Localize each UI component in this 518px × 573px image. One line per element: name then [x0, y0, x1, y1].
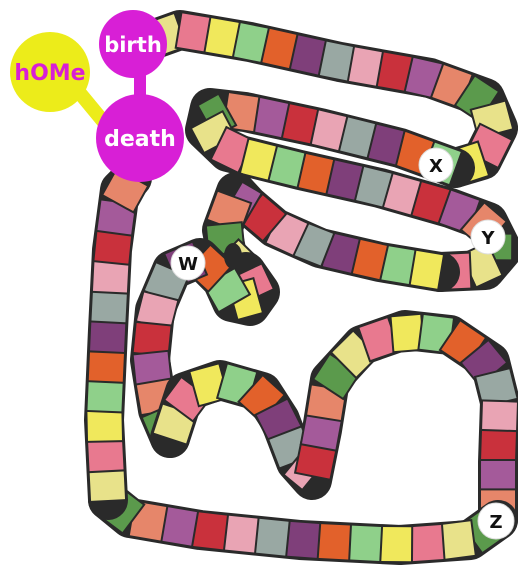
marker-z: Z — [478, 503, 514, 539]
track-square — [409, 524, 445, 562]
track-square — [316, 523, 351, 561]
marker-w-label: W — [178, 254, 198, 275]
track-square — [347, 524, 382, 562]
marker-x: X — [419, 148, 453, 182]
death-node: death — [96, 94, 184, 182]
track-square — [86, 409, 123, 442]
track-square — [89, 468, 127, 502]
marker-y-label: Y — [480, 228, 495, 249]
home-label: hOMe — [14, 61, 85, 86]
marker-z-label: Z — [489, 512, 502, 533]
track-square — [90, 290, 128, 324]
track-square — [480, 430, 517, 463]
home-node: hOMe — [10, 32, 90, 112]
track-square — [89, 320, 126, 353]
track-square — [379, 526, 412, 562]
track-square — [481, 400, 518, 433]
track-square — [87, 439, 125, 473]
dark-dot — [224, 243, 242, 269]
track-square — [480, 460, 516, 492]
track-square — [88, 349, 125, 382]
birth-label: birth — [104, 33, 162, 57]
marker-x-label: X — [429, 156, 443, 177]
marker-y: Y — [471, 220, 505, 254]
marker-w: W — [171, 246, 205, 280]
birth-node: birth — [99, 10, 167, 78]
death-label: death — [104, 127, 176, 152]
track-square — [86, 379, 123, 412]
